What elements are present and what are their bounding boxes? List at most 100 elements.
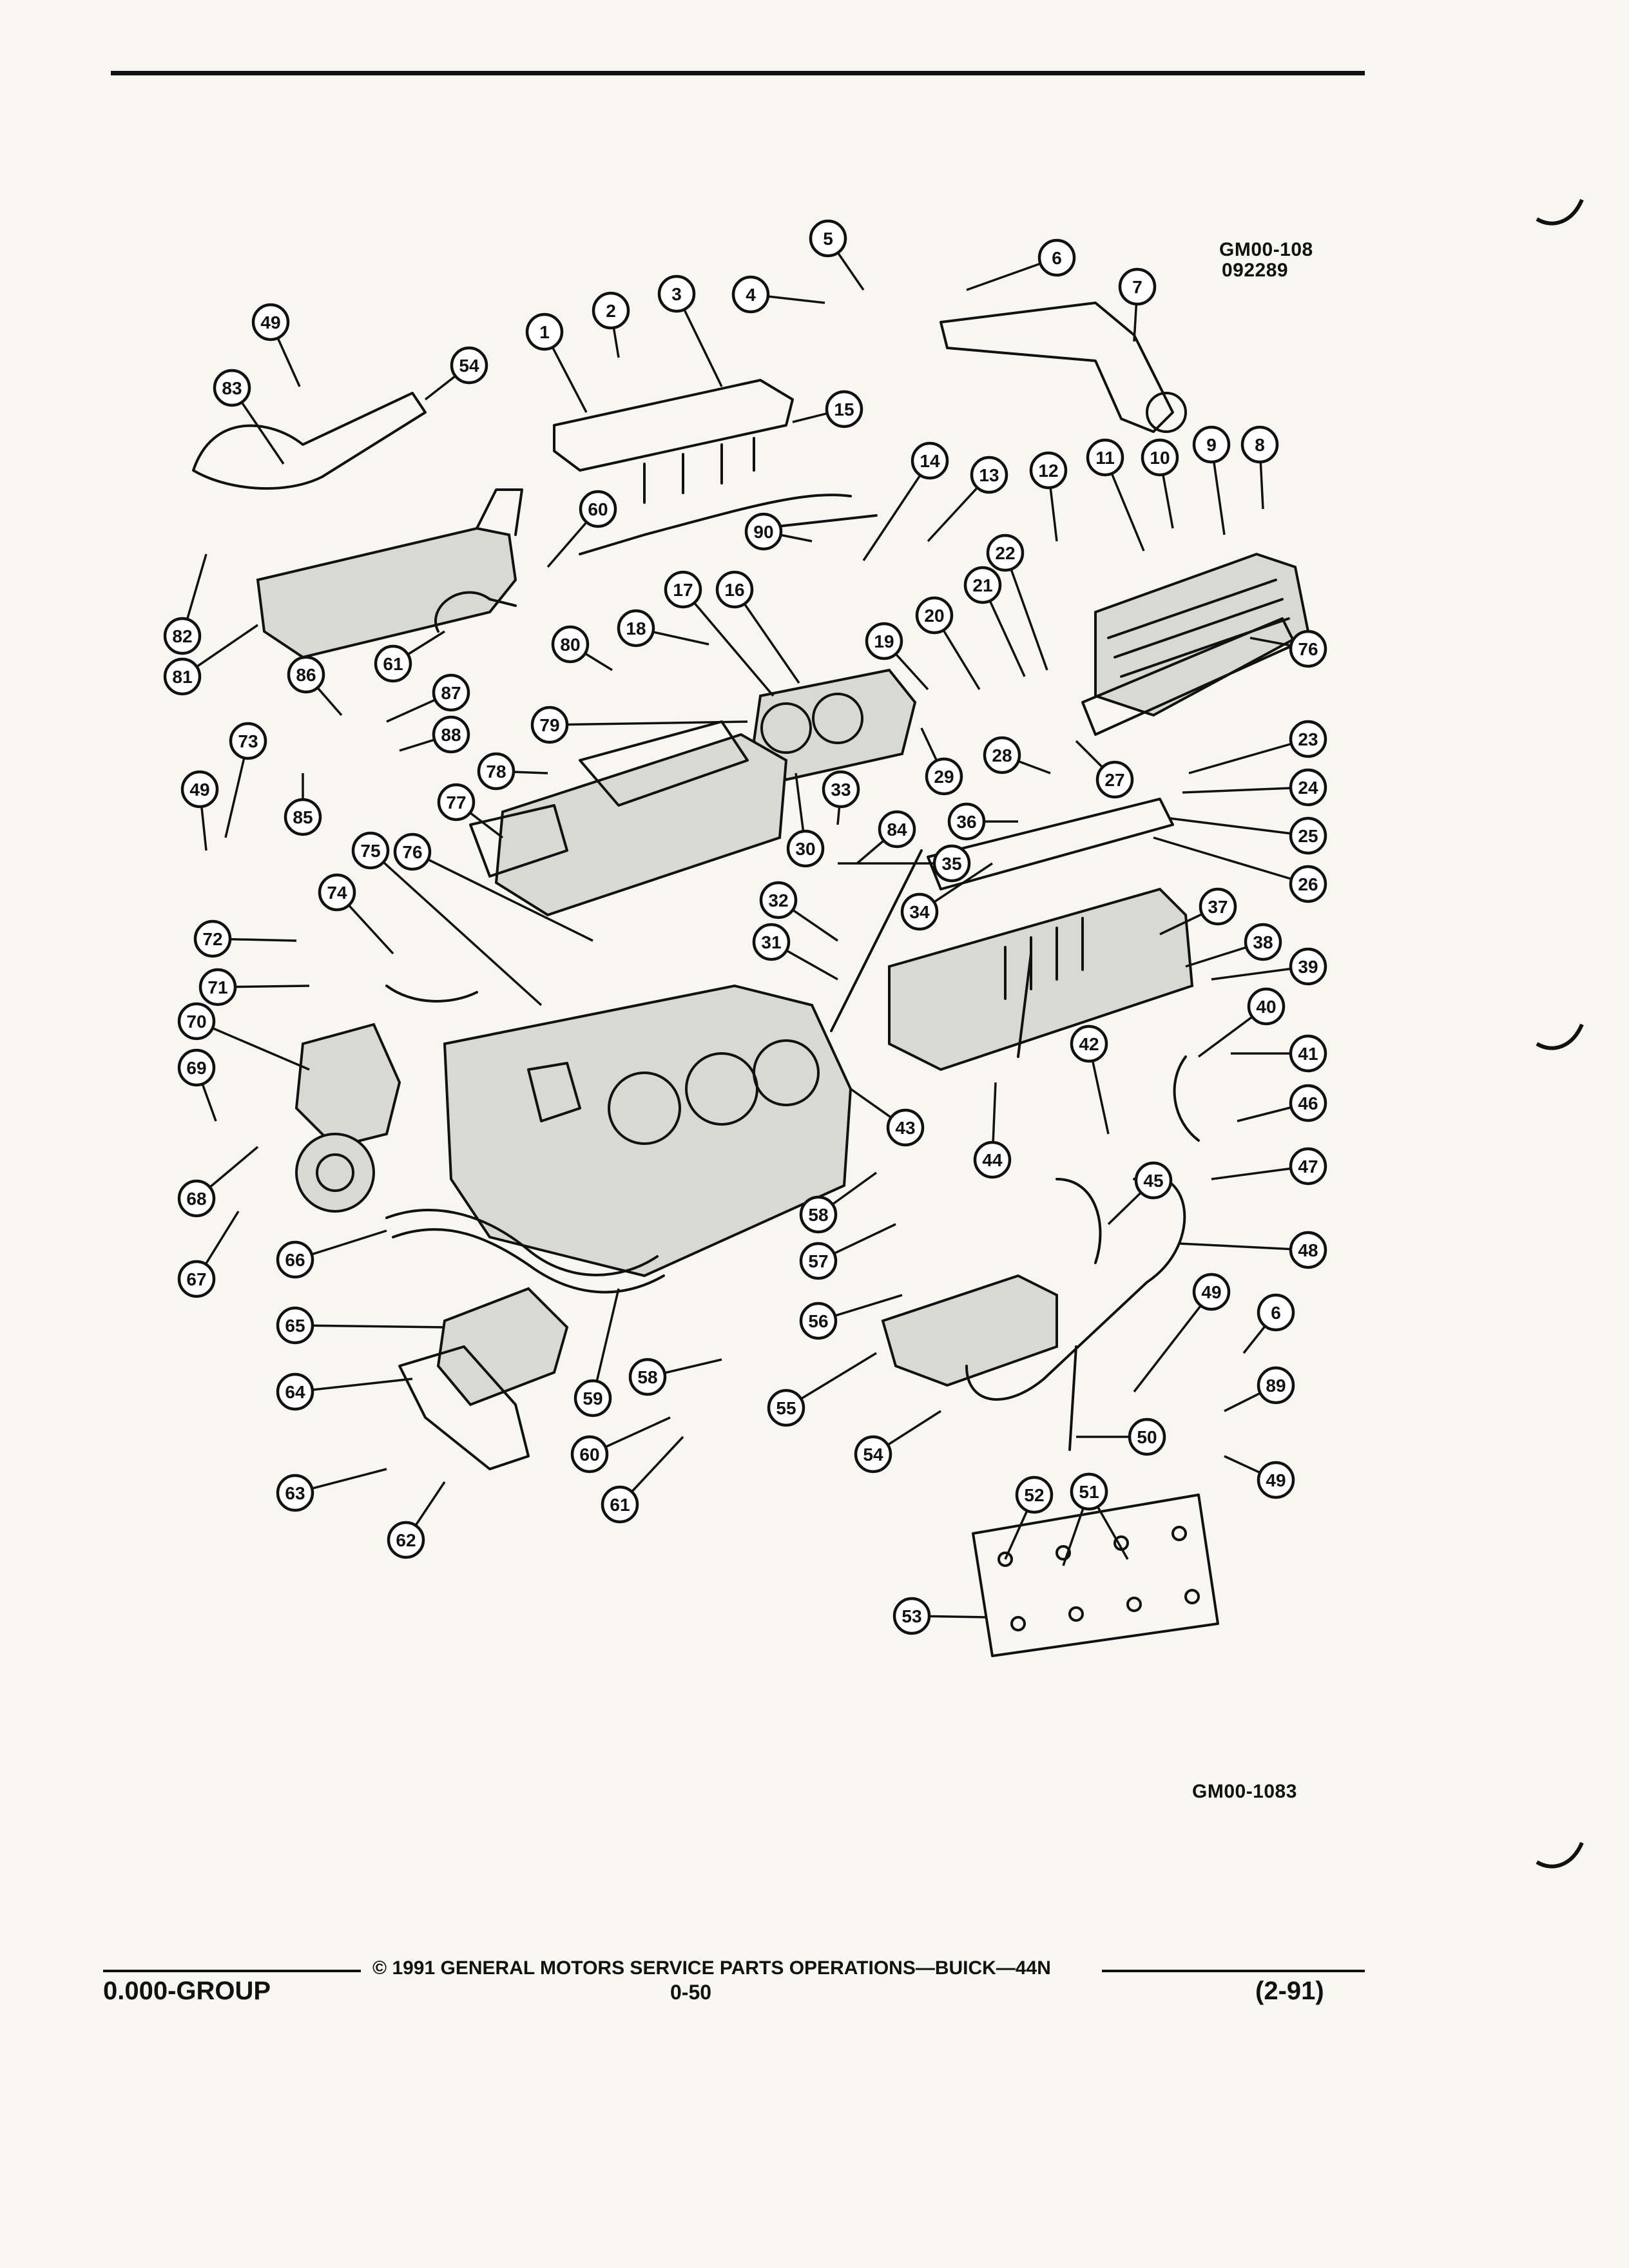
leader-line	[1179, 1242, 1309, 1251]
leader-line	[294, 1324, 445, 1329]
callout-circle	[963, 566, 1002, 604]
callout-number: 23	[1298, 729, 1318, 749]
callout-60: 60	[570, 1416, 671, 1474]
callout-circle	[925, 757, 963, 796]
callout-44: 44	[973, 1082, 1012, 1179]
callout-circle	[1086, 438, 1124, 477]
callout-50: 50	[1076, 1418, 1166, 1456]
callout-circle	[1289, 1147, 1327, 1186]
callout-number: 55	[776, 1398, 796, 1418]
callout-circle	[886, 1108, 925, 1147]
callout-86: 86	[287, 655, 343, 716]
callout-77: 77	[437, 783, 504, 839]
callout-circle	[822, 770, 860, 809]
callout-circle	[198, 968, 237, 1006]
callout-number: 4	[746, 285, 756, 305]
leader-line	[549, 720, 748, 726]
margin-mark	[1536, 198, 1584, 226]
callout-number: 73	[238, 731, 258, 751]
callout-circle	[1199, 887, 1237, 926]
callout-16: 16	[715, 570, 800, 684]
callout-number: 41	[1298, 1044, 1318, 1064]
figure-date-code: 092289	[1222, 260, 1289, 281]
callout-number: 90	[753, 522, 773, 542]
callout-number: 60	[579, 1445, 599, 1465]
figure-id-bottom: GM00-1083	[1192, 1781, 1297, 1802]
callout-67: 67	[177, 1211, 240, 1298]
callout-number: 58	[637, 1367, 657, 1387]
callout-circle	[1289, 768, 1327, 807]
callout-number: 83	[222, 378, 242, 398]
callout-circle	[579, 490, 617, 528]
callout-48: 48	[1179, 1231, 1327, 1269]
callout-number: 13	[979, 465, 999, 485]
callout-circle	[628, 1358, 667, 1396]
callout-81: 81	[163, 624, 258, 696]
callout-number: 61	[383, 654, 403, 674]
callout-29: 29	[920, 727, 963, 796]
callout-number: 29	[934, 767, 954, 787]
callout-85: 85	[284, 773, 322, 836]
callout-number: 84	[887, 820, 907, 840]
callout-circle	[1095, 760, 1134, 799]
callout-19: 19	[865, 622, 929, 691]
leader-line	[862, 460, 931, 561]
callout-number: 54	[863, 1445, 883, 1465]
callout-number: 81	[172, 667, 192, 687]
callout-number: 53	[901, 1606, 921, 1626]
callout-number: 12	[1038, 461, 1058, 481]
callout-number: 38	[1253, 932, 1273, 952]
callout-31: 31	[752, 923, 838, 981]
callout-49: 49	[251, 303, 301, 387]
callout-circle	[177, 1260, 216, 1298]
callout-79: 79	[530, 706, 748, 744]
callout-27: 27	[1075, 740, 1134, 799]
callout-53: 53	[892, 1597, 987, 1635]
callout-number: 57	[808, 1251, 828, 1271]
callout-54: 54	[424, 346, 488, 401]
callout-number: 62	[396, 1530, 416, 1550]
leader-line	[412, 850, 593, 942]
callout-circle	[1257, 1461, 1295, 1499]
callout-circle	[915, 596, 954, 635]
callout-circle	[1289, 865, 1327, 903]
leader-line	[1004, 552, 1048, 671]
callout-circle	[878, 810, 916, 849]
callout-number: 3	[671, 284, 682, 304]
callout-number: 89	[1266, 1376, 1286, 1396]
callout-number: 87	[441, 683, 461, 703]
callout-number: 63	[285, 1483, 305, 1503]
callout-number: 82	[172, 626, 192, 646]
callout-18: 18	[617, 609, 709, 648]
callout-number: 18	[626, 619, 646, 639]
callout-46: 46	[1237, 1084, 1327, 1122]
callout-64: 64	[276, 1372, 413, 1411]
callout-number: 10	[1150, 448, 1170, 468]
callout-number: 78	[486, 762, 506, 782]
figure-id-top: GM00-108	[1219, 239, 1313, 260]
callout-number: 36	[956, 812, 976, 832]
callout-number: 27	[1104, 770, 1124, 790]
callout-34: 34	[900, 862, 993, 931]
callout-circle	[973, 1140, 1012, 1179]
callout-21: 21	[963, 566, 1026, 677]
callout-33: 33	[822, 770, 860, 825]
leader-line	[196, 1020, 310, 1071]
callout-76: 76	[1249, 629, 1327, 668]
callout-circle	[986, 533, 1025, 572]
callout-68: 68	[177, 1146, 259, 1218]
callout-88: 88	[399, 715, 470, 754]
callout-circle	[1070, 1024, 1108, 1063]
callout-58: 58	[799, 1171, 878, 1234]
callout-number: 6	[1052, 248, 1062, 268]
callout-63: 63	[276, 1468, 387, 1512]
callout-74: 74	[318, 873, 394, 955]
callout-66: 66	[276, 1229, 387, 1279]
callout-72: 72	[193, 919, 297, 958]
callout-6: 6	[1242, 1293, 1295, 1354]
callout-3: 3	[657, 274, 723, 387]
callout-36: 36	[947, 802, 1018, 841]
callout-number: 32	[768, 890, 788, 910]
callout-number: 26	[1298, 874, 1318, 894]
callout-39: 39	[1211, 947, 1327, 986]
